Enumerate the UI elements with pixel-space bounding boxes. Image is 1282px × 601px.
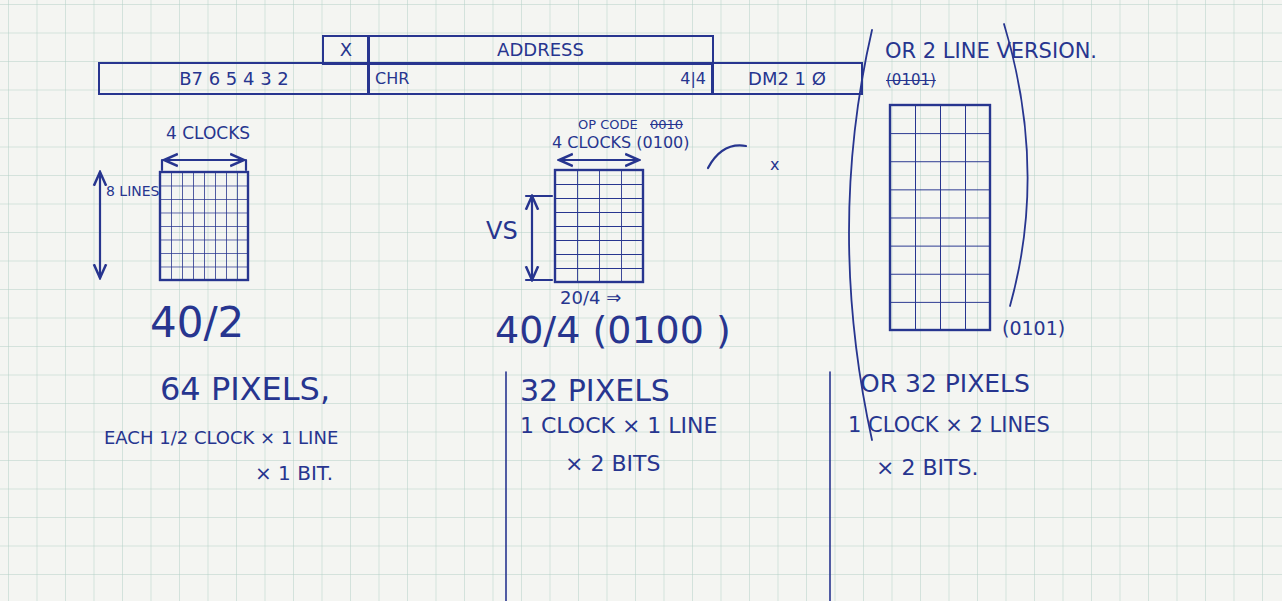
note: 1 CLOCK × 1 LINE — [520, 414, 717, 438]
struck-note: 0010 — [650, 118, 683, 132]
note: (0101) — [1002, 318, 1065, 339]
struck-note: (0101) — [886, 72, 936, 89]
extension-line — [526, 195, 552, 197]
field-label: B7 6 5 4 3 2 — [179, 69, 289, 89]
field-box: ADDRESS — [367, 35, 714, 65]
pixel-grid-border — [555, 170, 643, 282]
note: 64 PIXELS, — [160, 372, 330, 407]
field-label: X — [340, 40, 352, 60]
field-label: CHR — [375, 70, 409, 88]
pixel-grid-border — [160, 172, 248, 280]
note: 8 LINES — [106, 184, 160, 199]
note: EACH 1/2 CLOCK × 1 LINE — [104, 428, 338, 448]
bit-cell: CHR 4|4 — [367, 62, 714, 95]
field-label: ADDRESS — [497, 40, 584, 60]
extension-line — [526, 279, 552, 281]
note: × 2 BITS — [565, 452, 660, 476]
note: OR 2 LINE VERSION. — [885, 40, 1097, 63]
note: OP CODE — [578, 118, 638, 132]
note: × 1 BIT. — [255, 462, 333, 484]
note: 32 PIXELS — [520, 374, 670, 407]
enclosing-bracket — [1004, 24, 1028, 306]
dimension-line — [531, 196, 533, 280]
pixel-grid-border — [890, 105, 990, 330]
note: 20/4 ⇒ — [560, 288, 621, 308]
column-divider — [505, 372, 507, 601]
dimension-line — [99, 172, 101, 278]
dimension-line — [164, 159, 244, 161]
extension-line — [245, 160, 247, 170]
note: 40/2 — [150, 300, 244, 346]
dimension-line — [559, 159, 639, 161]
pixel-grid — [555, 170, 643, 282]
pixel-grid — [890, 105, 990, 330]
pixel-grid — [160, 172, 248, 280]
note: × 2 BITS. — [876, 456, 978, 480]
field-label: DM2 1 Ø — [748, 69, 826, 89]
note: 4 CLOCKS — [166, 124, 250, 143]
bit-cell: B7 6 5 4 3 2 — [98, 62, 370, 95]
field-box: X — [322, 35, 370, 65]
extension-line — [161, 160, 163, 170]
note: 40/4 (0100 ) — [495, 310, 731, 352]
note: 4 CLOCKS (0100) — [552, 134, 689, 152]
note: OR 32 PIXELS — [860, 370, 1030, 398]
column-divider — [829, 372, 831, 601]
note: 1 CLOCK × 2 LINES — [848, 414, 1050, 437]
curve-mark — [708, 145, 746, 168]
note: VS — [486, 218, 518, 244]
field-label: 4|4 — [680, 70, 706, 88]
bit-cell: DM2 1 Ø — [711, 62, 863, 95]
note: x — [770, 156, 779, 174]
